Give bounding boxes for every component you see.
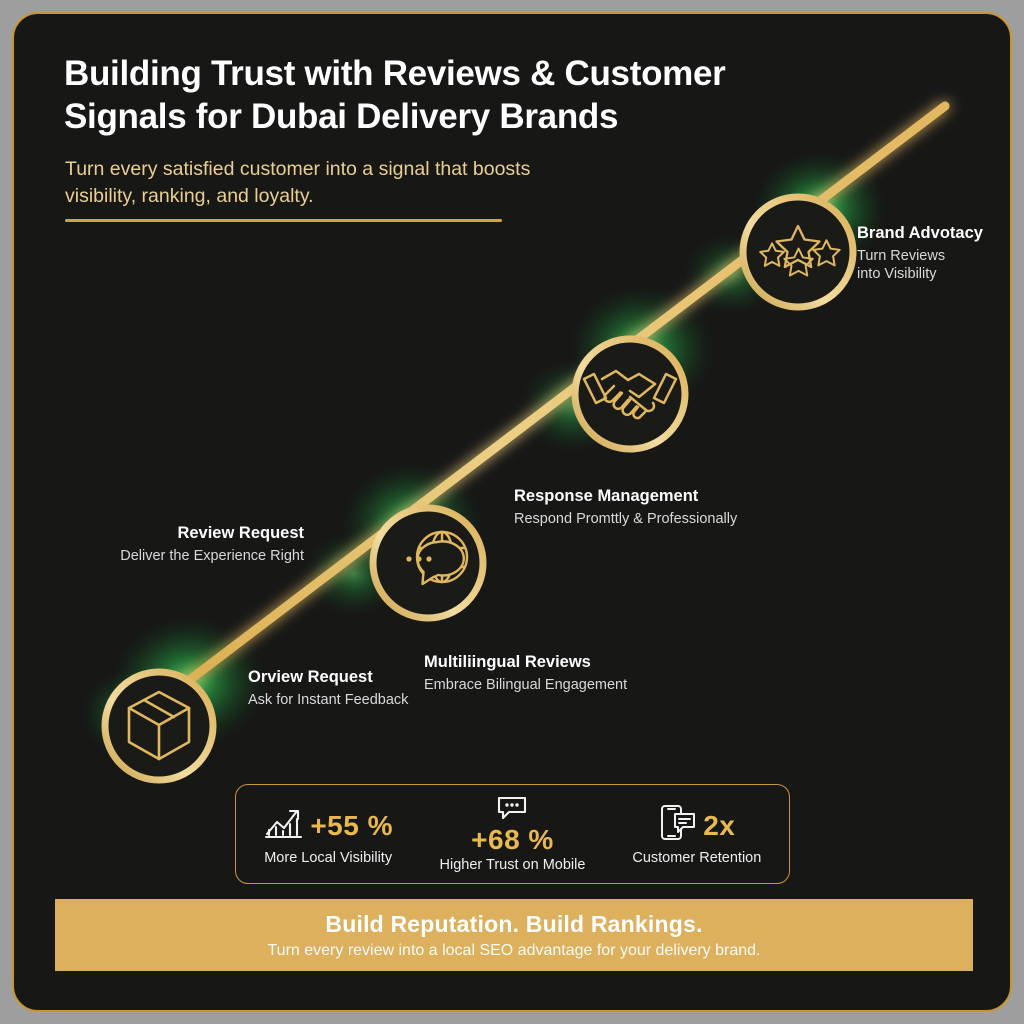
chat-bubble-icon [495, 795, 529, 826]
infographic-card: Building Trust with Reviews & Customer S… [12, 12, 1012, 1012]
globe-chat-icon [406, 530, 469, 586]
cta-title: Build Reputation. Build Rankings. [325, 910, 703, 937]
node-subtitle-line1: Embrace Bilingual Engagement [424, 676, 628, 693]
stat-value: +68 % [471, 824, 554, 855]
cta-banner: Build Reputation. Build Rankings. Turn e… [55, 899, 973, 971]
handshake-icon [582, 369, 678, 420]
cta-subtitle: Turn every review into a local SEO advan… [267, 941, 761, 959]
node-label-orview-request: Orview Request Ask for Instant Feedback [248, 667, 408, 709]
stat-value: +55 % [310, 809, 393, 841]
node-title: Brand Advotacy [857, 224, 983, 242]
node-label-brand-advocacy: Brand Advotacy Turn Reviews into Visibil… [857, 223, 983, 284]
journey-node-brand-advocacy [739, 193, 857, 311]
node-label-multilingual-reviews: Multiliingual Reviews Embrace Bilingual … [424, 652, 627, 694]
stats-panel: +55 % More Local Visibility +68 % [235, 784, 790, 884]
growth-chart-icon [263, 804, 305, 847]
journey-node-response-management [571, 335, 689, 453]
package-icon [127, 690, 191, 761]
node-title: Review Request [177, 524, 304, 542]
node-title: Multiliingual Reviews [424, 653, 591, 671]
node-subtitle-line2: into Visibility [857, 266, 937, 283]
node-label-response-management: Response Management Respond Promttly & P… [514, 486, 737, 528]
phone-chat-icon [658, 802, 698, 849]
node-subtitle-line1: Deliver the Experience Right [120, 547, 304, 564]
stat-caption: Higher Trust on Mobile [439, 857, 586, 873]
journey-node-multilingual-reviews [369, 504, 487, 622]
stat-item-local-visibility: +55 % More Local Visibility [236, 803, 420, 866]
stat-caption: More Local Visibility [264, 849, 393, 866]
stat-value: 2x [703, 809, 736, 841]
title-divider [65, 219, 502, 222]
node-title: Response Management [514, 487, 699, 505]
node-label-review-request: Review Request Deliver the Experience Ri… [14, 523, 304, 565]
stat-item-mobile-trust: +68 % Higher Trust on Mobile [420, 795, 604, 873]
journey-node-orview-request [101, 668, 217, 784]
stat-item-customer-retention: 2x Customer Retention [605, 803, 789, 866]
node-subtitle-line1: Ask for Instant Feedback [248, 691, 409, 708]
node-subtitle-line1: Turn Reviews [857, 247, 946, 264]
stars-icon [759, 224, 841, 277]
node-title: Orview Request [248, 668, 373, 686]
page-title: Building Trust with Reviews & Customer S… [64, 54, 726, 137]
stat-caption: Customer Retention [632, 849, 762, 866]
page-subtitle: Turn every satisfied customer into a sig… [65, 158, 531, 207]
journey-diagram: Brand Advotacy Turn Reviews into Visibil… [14, 14, 1010, 1010]
node-subtitle-line1: Respond Promttly & Professionally [514, 510, 738, 527]
